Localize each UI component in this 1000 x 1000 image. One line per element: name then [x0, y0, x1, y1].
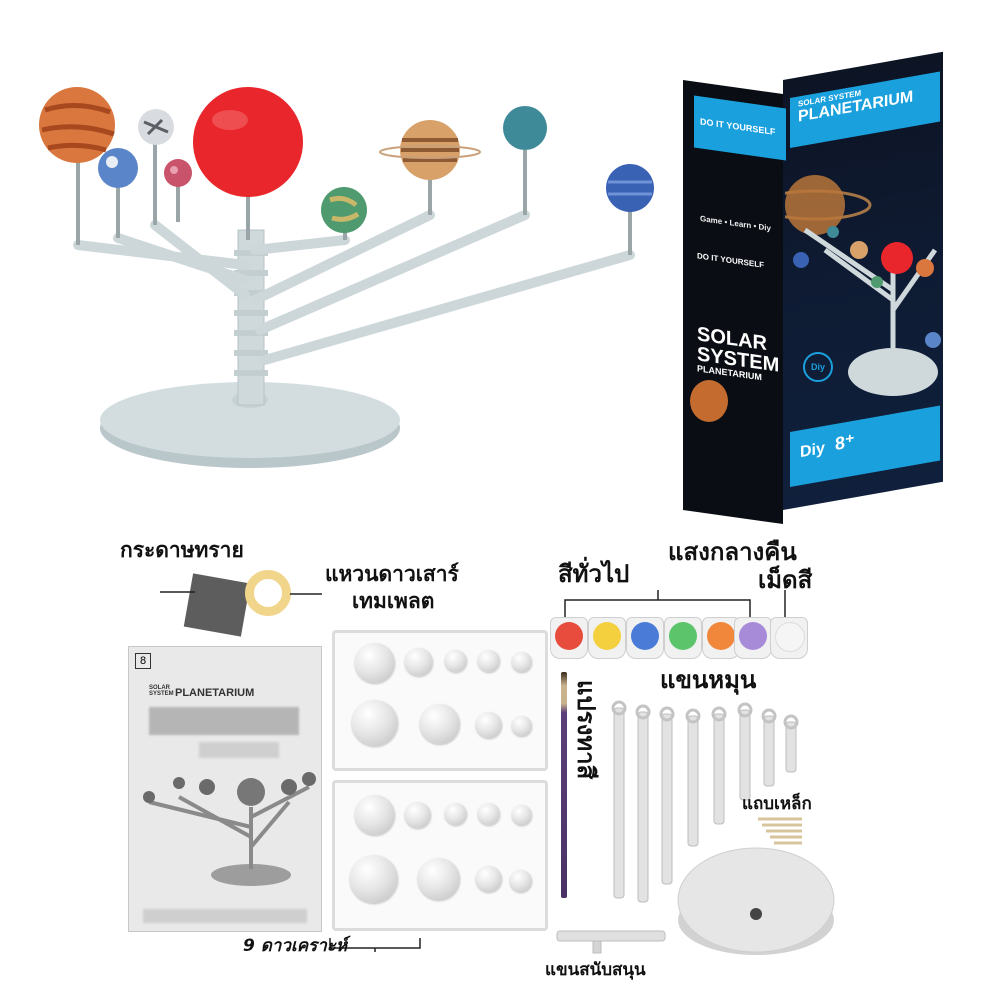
hemisphere	[476, 712, 502, 738]
label-nine-planets: 9 ดาวเคราะห์	[243, 936, 348, 956]
box-mars-art	[690, 380, 728, 422]
saturn-ring	[245, 570, 291, 616]
hemisphere	[355, 795, 395, 835]
label-paint-pots: เม็ดสี	[758, 566, 813, 594]
hemisphere	[512, 652, 532, 672]
paint-pot-glow	[770, 617, 808, 659]
hemisphere	[405, 648, 433, 676]
instruction-manual: 8 SOLAR SYSTEM PLANETARIUM	[128, 646, 322, 932]
box-diy-badge-front: Diy	[803, 352, 833, 382]
hemisphere	[352, 700, 398, 746]
hemisphere	[476, 866, 502, 892]
paint-pot-yellow	[588, 617, 626, 659]
paint-pot-green	[664, 617, 702, 659]
hemisphere	[478, 803, 500, 825]
manual-blurred-subheader	[199, 742, 279, 758]
hemisphere	[405, 802, 431, 828]
hemisphere	[355, 643, 395, 683]
hemisphere	[512, 716, 532, 736]
support-arm	[556, 930, 666, 954]
hemisphere	[478, 650, 500, 672]
manual-illustration	[143, 772, 316, 886]
hemisphere	[510, 870, 532, 892]
label-general-colors: สีทั่วไป	[558, 560, 630, 588]
manual-page-number: 8	[135, 653, 151, 669]
rotating-arms-parts	[611, 700, 799, 903]
box-side-artwork	[785, 175, 941, 396]
hemisphere	[445, 650, 467, 672]
paint-pot-orange	[702, 617, 740, 659]
manual-brand-big: PLANETARIUM	[175, 687, 255, 699]
box-diy-badge-text: Diy	[810, 362, 825, 372]
paint-brush	[561, 672, 567, 898]
stand-base	[677, 847, 835, 955]
paint-pot-purple	[734, 617, 772, 659]
paint-pot-blue	[626, 617, 664, 659]
label-paint-brush: แปรงทาสี	[572, 680, 600, 780]
label-support-arm: แขนสนับสนุน	[545, 960, 646, 980]
hemisphere	[350, 855, 398, 903]
hemisphere	[420, 704, 460, 744]
manual-blurred-footer	[143, 909, 307, 923]
manual-blurred-header	[149, 707, 299, 735]
metal-rods	[758, 817, 802, 845]
hemisphere	[512, 805, 532, 825]
label-rotating-arms: แขนหมุน	[660, 666, 757, 694]
manual-brand-small: SOLAR SYSTEM	[149, 685, 174, 697]
label-sandpaper: กระดาษทราย	[120, 538, 244, 562]
label-glow-dark: แสงกลางคืน	[668, 538, 797, 566]
paint-pot-red	[550, 617, 588, 659]
label-saturn-ring: แหวนดาวเสาร์	[325, 562, 459, 586]
hemisphere	[418, 858, 460, 900]
assembled-planetarium-photo	[39, 87, 654, 468]
label-template: เทมเพลต	[352, 589, 435, 613]
label-metal-rods: แถบเหล็ก	[742, 794, 812, 814]
hemisphere	[445, 803, 467, 825]
label-paint-brush-text: แปรงทาสี	[572, 680, 600, 780]
